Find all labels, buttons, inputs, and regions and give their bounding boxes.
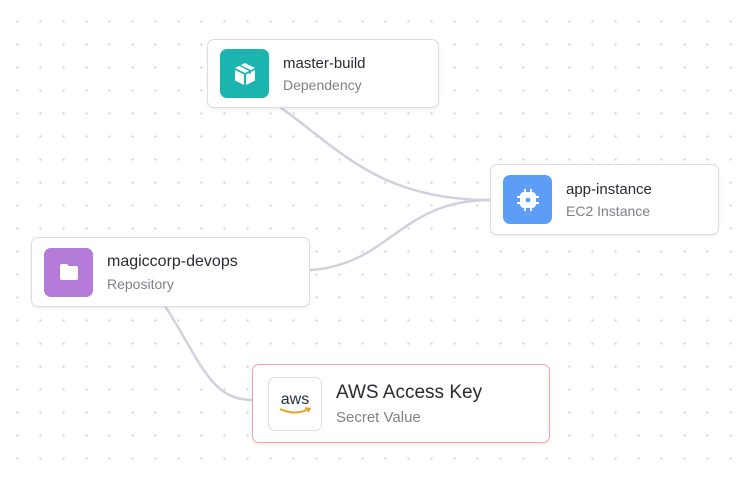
node-subtitle: EC2 Instance <box>566 202 651 219</box>
package-icon <box>220 49 269 98</box>
folder-icon <box>44 247 93 297</box>
aws-logo-icon: aws <box>268 376 322 431</box>
node-subtitle: Repository <box>107 275 174 292</box>
node-title: AWS Access Key <box>336 381 483 403</box>
aws-logo-text: aws <box>280 390 310 408</box>
edge-master-build-app-instance <box>279 105 491 202</box>
node-title: magiccorp-devops <box>107 252 238 270</box>
node-title: master-build <box>283 54 366 72</box>
node-subtitle: Dependency <box>283 76 362 93</box>
edge-magiccorp-app-instance <box>309 198 491 272</box>
node-subtitle: Secret Value <box>336 408 421 426</box>
node-title: app-instance <box>566 180 652 198</box>
edge-magiccorp-aws-key <box>163 305 253 402</box>
chip-icon <box>503 175 552 224</box>
